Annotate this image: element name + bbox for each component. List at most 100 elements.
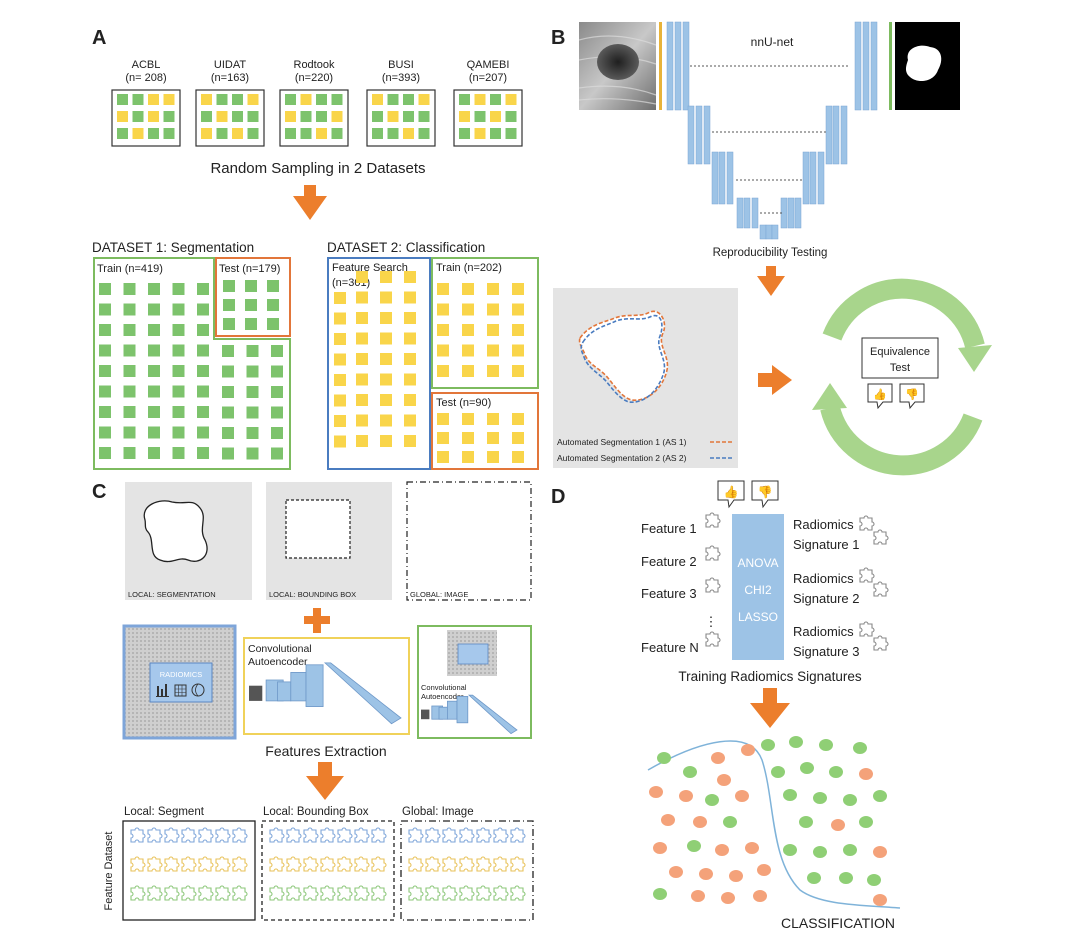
dataset-square (247, 128, 259, 139)
encoder-layer (277, 681, 292, 702)
dataset-square (163, 94, 175, 105)
feature-puzzle-icon (442, 827, 458, 843)
legend-as2: Automated Segmentation 2 (AS 2) (557, 453, 687, 463)
signature-2-line2: Signature 2 (793, 591, 860, 606)
plus-icon (304, 608, 330, 633)
panel-c-letter: C (92, 481, 106, 503)
sample-dot (653, 842, 667, 854)
feature-puzzle-icon (320, 856, 336, 872)
train1-square (222, 427, 234, 439)
feature-puzzle-icon (130, 856, 146, 872)
encoder-layer (438, 706, 448, 720)
train1-square (197, 385, 209, 398)
train2-square (512, 344, 524, 357)
feature-search-square (356, 414, 368, 427)
encoder-layer (290, 672, 307, 702)
train1-square (148, 385, 160, 398)
feature-puzzle-icon (147, 885, 163, 901)
feature-search-square (356, 353, 368, 365)
train1-square (99, 344, 111, 357)
col-label-global: Global: Image (402, 806, 474, 818)
train1-box (93, 257, 291, 470)
test2-square (512, 432, 524, 444)
dataset-square (505, 128, 517, 139)
feature-search-square (380, 414, 392, 427)
nnunet-label: nnU-net (751, 35, 794, 49)
feature-puzzle-icon (147, 827, 163, 843)
feature-puzzle-icon (705, 512, 721, 528)
train1-square (246, 345, 259, 357)
test2-square (487, 451, 499, 463)
dataset-square (132, 128, 144, 139)
train1-square (99, 447, 111, 459)
sample-dot (843, 794, 857, 806)
dataset-box (366, 89, 436, 147)
cae-label-line1: Convolutional (248, 643, 312, 655)
train1-square (123, 303, 136, 316)
segmentation-mask (895, 22, 960, 110)
unet-layer (771, 224, 779, 240)
feature-puzzle-icon (476, 856, 492, 872)
output-channel-bar (889, 22, 892, 110)
unet-layer (862, 21, 870, 111)
sample-dot (843, 844, 857, 856)
sample-dot (715, 844, 729, 856)
feature-search-square (380, 312, 392, 324)
train1-square (99, 365, 111, 377)
unet-architecture (666, 21, 878, 240)
train2-square (487, 303, 499, 316)
feature-puzzle-icon (164, 827, 180, 843)
feature-puzzle-icon (130, 885, 146, 901)
sample-dot (853, 742, 867, 754)
train1-square (148, 365, 160, 377)
train1-square (222, 447, 234, 460)
feature-ellipsis: ⋮ (705, 614, 718, 629)
test1-square (267, 280, 279, 292)
feature-puzzle-icon (408, 856, 424, 872)
signature-puzzle-icon (859, 567, 875, 583)
feature-puzzle-icon (320, 885, 336, 901)
sample-dot (873, 846, 887, 858)
dataset-square (418, 128, 430, 139)
dataset-box (453, 89, 523, 147)
test1-square (223, 299, 235, 311)
dataset-square (201, 128, 212, 139)
as1-contour (578, 310, 669, 401)
panel-b-letter: B (551, 27, 565, 49)
feature-puzzle-icon (286, 827, 302, 843)
train2-square (487, 324, 499, 336)
train1-square (148, 344, 160, 357)
train2-square (512, 365, 524, 377)
panel-c: C LOCAL: SEGMENTATION LOCAL: BOUNDING BO… (92, 481, 534, 921)
train2-box (431, 257, 539, 389)
feature-puzzle-icon (510, 885, 526, 901)
test1-square (223, 318, 235, 330)
dataset-square (418, 94, 430, 105)
train1-square (246, 386, 259, 398)
feature-puzzle-icon (371, 885, 387, 901)
dataset-square (316, 128, 327, 139)
test1-square (267, 299, 279, 311)
sample-dot (653, 888, 667, 900)
signature-3-line1: Radiomics (793, 624, 854, 639)
panel-b: B nnU-net Reproducibility Testing Automa… (551, 21, 992, 476)
unet-layer (854, 21, 862, 111)
panel-a: A ACBL(n= 208)UIDAT(n=163)Rodtook(n=220)… (92, 27, 539, 470)
dataset-name: Rodtook (294, 59, 335, 71)
test1-box (215, 257, 291, 337)
feature-search-square (334, 394, 346, 407)
dataset-count: (n=220) (295, 72, 333, 84)
svg-text:👍: 👍 (873, 388, 887, 401)
train1-square (148, 303, 160, 316)
feature-search-square (334, 333, 346, 345)
feature-puzzle-icon (198, 885, 214, 901)
dataset-count: (n=163) (211, 72, 249, 84)
sampling-label: Random Sampling in 2 Datasets (210, 160, 425, 177)
feature-puzzle-icon (164, 856, 180, 872)
unet-layer (687, 105, 695, 165)
roi-bbox-label: LOCAL: BOUNDING BOX (269, 590, 356, 599)
feature-search-square (334, 435, 346, 448)
feature-puzzle-icon (425, 885, 441, 901)
feature-search-square (380, 291, 392, 304)
train1-square (246, 427, 259, 439)
